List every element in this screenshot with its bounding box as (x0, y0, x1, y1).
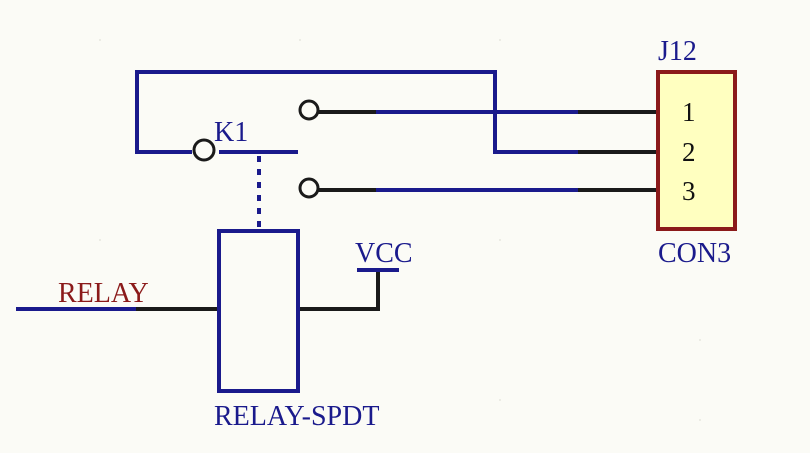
connector-j12[interactable]: J12 1 2 3 CON3 (656, 36, 737, 269)
connector-pin-2-label: 2 (682, 137, 696, 167)
relay-coil-body (217, 229, 300, 393)
background-grid (99, 39, 701, 421)
relay-nc-contact (298, 177, 320, 199)
relay-no-contact (298, 99, 320, 121)
connector-ref-label: J12 (658, 36, 697, 67)
relay-value-label: RELAY-SPDT (214, 401, 379, 432)
relay-com-contact (192, 138, 216, 162)
connector-pin-3-label: 3 (682, 176, 696, 206)
connector-pin-1-label: 1 (682, 97, 696, 127)
vcc-label: VCC (355, 238, 413, 269)
relay-k1[interactable]: K1 RELAY-SPDT (192, 99, 379, 432)
connector-value-label: CON3 (658, 238, 731, 269)
vcc-power-symbol[interactable]: VCC (355, 238, 413, 272)
relay-net-label: RELAY (58, 278, 149, 309)
relay-ref-label: K1 (214, 117, 248, 148)
wire-com-loop[interactable] (135, 70, 582, 154)
wires (16, 70, 660, 311)
connector-body (656, 70, 737, 231)
